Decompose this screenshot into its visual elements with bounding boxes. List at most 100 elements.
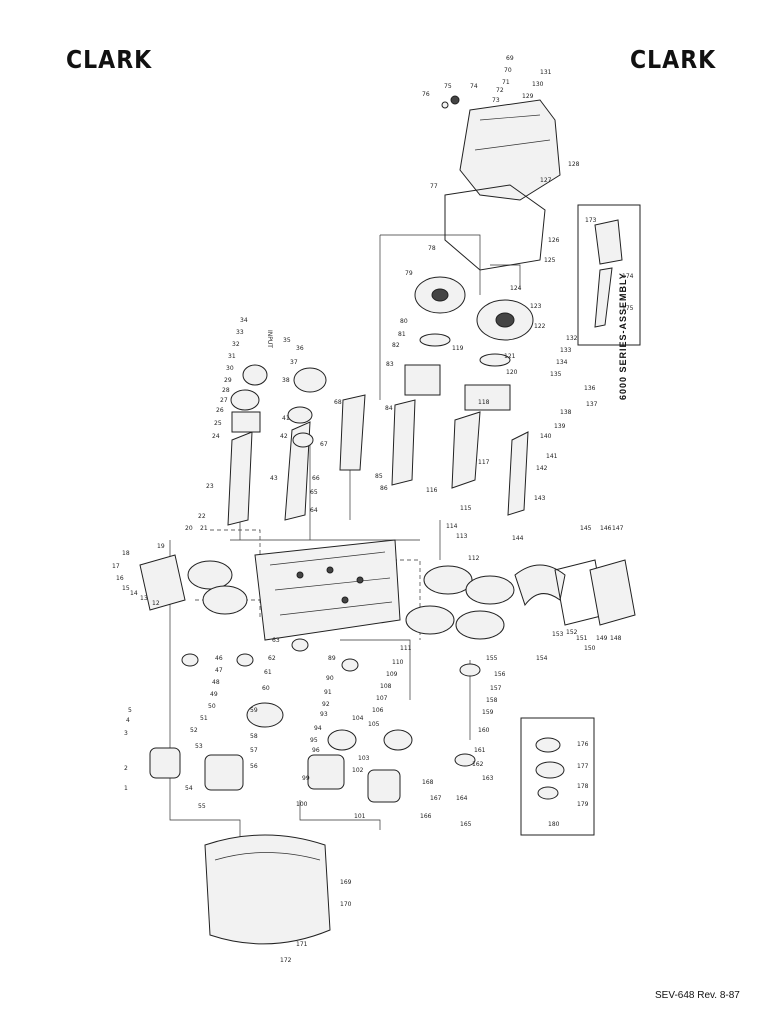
callout-157: 157 — [490, 685, 502, 692]
callout-25: 25 — [214, 420, 222, 427]
callout-26: 26 — [216, 407, 224, 414]
callout-13: 13 — [140, 595, 148, 602]
callout-41: 41 — [282, 415, 290, 422]
callout-94: 94 — [314, 725, 322, 732]
callout-170: 170 — [340, 901, 352, 908]
callout-81: 81 — [398, 331, 406, 338]
callout-145: 145 — [580, 525, 592, 532]
callout-24: 24 — [212, 433, 220, 440]
callout-126: 126 — [548, 237, 560, 244]
callout-159: 159 — [482, 709, 494, 716]
callout-173: 173 — [585, 217, 597, 224]
callout-162: 162 — [472, 761, 484, 768]
callout-121: 121 — [504, 353, 516, 360]
callout-134: 134 — [556, 359, 568, 366]
callout-86: 86 — [380, 485, 388, 492]
callout-15: 15 — [122, 585, 130, 592]
callout-63: 63 — [272, 637, 280, 644]
callout-100: 100 — [296, 801, 308, 808]
callout-111: 111 — [400, 645, 412, 652]
callout-130: 130 — [532, 81, 544, 88]
callout-92: 92 — [322, 701, 330, 708]
callout-83: 83 — [386, 361, 394, 368]
callout-47: 47 — [215, 667, 223, 674]
callout-114: 114 — [446, 523, 458, 530]
callout-116: 116 — [426, 487, 438, 494]
clark-logo-right: CLARK — [630, 46, 717, 75]
callout-77: 77 — [430, 183, 438, 190]
callout-49: 49 — [210, 691, 218, 698]
callout-103: 103 — [358, 755, 370, 762]
callout-52: 52 — [190, 727, 198, 734]
callout-138: 138 — [560, 409, 572, 416]
callout-35: 35 — [283, 337, 291, 344]
inset-part-176 — [535, 737, 561, 753]
callout-180: 180 — [548, 821, 560, 828]
callout-132: 132 — [566, 335, 578, 342]
callout-84: 84 — [385, 405, 393, 412]
callout-146: 146 — [600, 525, 612, 532]
input-components — [230, 364, 327, 448]
callout-177: 177 — [577, 763, 589, 770]
callout-67: 67 — [320, 441, 328, 448]
callout-176: 176 — [577, 741, 589, 748]
callout-106: 106 — [372, 707, 384, 714]
inset-part-173 — [594, 219, 623, 265]
callout-78: 78 — [428, 245, 436, 252]
callout-56: 56 — [250, 763, 258, 770]
callout-158: 158 — [486, 697, 498, 704]
callout-110: 110 — [392, 659, 404, 666]
callout-89: 89 — [328, 655, 336, 662]
inset-part-175 — [594, 267, 613, 328]
upper-clutch-packs — [404, 276, 534, 411]
callout-118: 118 — [478, 399, 490, 406]
footer-revision: SEV-648 Rev. 8-87 — [655, 990, 740, 1001]
callout-125: 125 — [544, 257, 556, 264]
callout-95: 95 — [310, 737, 318, 744]
callout-99: 99 — [302, 775, 310, 782]
callout-153: 153 — [552, 631, 564, 638]
callout-71: 71 — [502, 79, 510, 86]
callout-1: 1 — [124, 785, 128, 792]
callout-160: 160 — [478, 727, 490, 734]
callout-169: 169 — [340, 879, 352, 886]
callout-137: 137 — [586, 401, 598, 408]
center-case — [254, 539, 401, 641]
input-label: INPUT — [266, 330, 273, 348]
callout-161: 161 — [474, 747, 486, 754]
callout-154: 154 — [536, 655, 548, 662]
callout-91: 91 — [324, 689, 332, 696]
callout-152: 152 — [566, 629, 578, 636]
callout-174: 174 — [622, 273, 634, 280]
callout-164: 164 — [456, 795, 468, 802]
callout-127: 127 — [540, 177, 552, 184]
callout-144: 144 — [512, 535, 524, 542]
callout-90: 90 — [326, 675, 334, 682]
callout-66: 66 — [312, 475, 320, 482]
callout-labels: INPUT 1 2 3 4 5 12 13 14 15 16 17 18 19 … — [112, 55, 634, 964]
callout-4: 4 — [126, 717, 130, 724]
callout-68: 68 — [334, 399, 342, 406]
callout-17: 17 — [112, 563, 120, 570]
callout-108: 108 — [380, 683, 392, 690]
callout-109: 109 — [386, 671, 398, 678]
callout-172: 172 — [280, 957, 292, 964]
callout-166: 166 — [420, 813, 432, 820]
callout-38: 38 — [282, 377, 290, 384]
callout-178: 178 — [577, 783, 589, 790]
callout-75: 75 — [444, 83, 452, 90]
callout-22: 22 — [198, 513, 206, 520]
callout-74: 74 — [470, 83, 478, 90]
top-housing — [441, 95, 561, 271]
callout-73: 73 — [492, 97, 500, 104]
callout-65: 65 — [310, 489, 318, 496]
callout-48: 48 — [212, 679, 220, 686]
callout-149: 149 — [596, 635, 608, 642]
callout-30: 30 — [226, 365, 234, 372]
callout-19: 19 — [157, 543, 165, 550]
callout-179: 179 — [577, 801, 589, 808]
callout-112: 112 — [468, 555, 480, 562]
callout-57: 57 — [250, 747, 258, 754]
callout-135: 135 — [550, 371, 562, 378]
lower-clutch-packs — [149, 638, 481, 803]
